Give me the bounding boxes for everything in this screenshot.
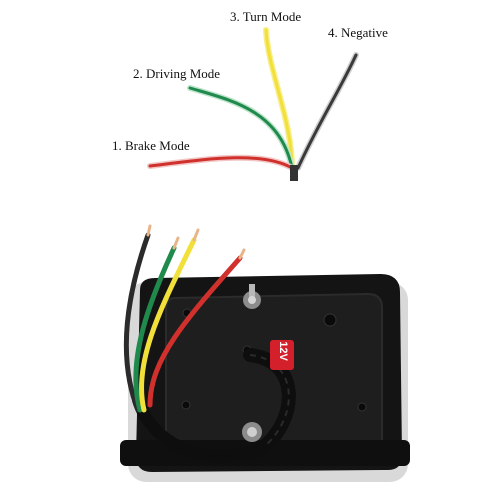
top-bolt <box>243 284 261 309</box>
photo-turn-wire <box>138 237 197 413</box>
turn-mode-label: 3. Turn Mode <box>230 9 302 24</box>
driving-mode-label: 2. Driving Mode <box>133 66 221 81</box>
photo-driving-wire <box>133 245 177 413</box>
bottom-bolt <box>242 422 262 442</box>
brake-mode-label: 1. Brake Mode <box>112 138 190 153</box>
photo-brake-wire <box>147 255 243 408</box>
sticker-text: 12V <box>277 341 289 361</box>
negative-label: 4. Negative <box>328 25 388 40</box>
voltage-sticker <box>270 340 294 370</box>
wire-sleeve <box>290 165 298 181</box>
photo-negative-wire <box>123 232 151 413</box>
